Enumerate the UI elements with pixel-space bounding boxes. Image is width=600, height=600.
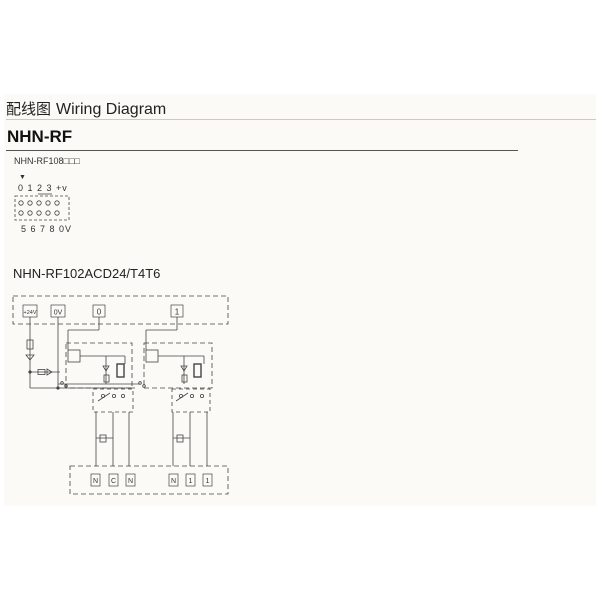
power-wiring: [25, 317, 178, 390]
label-plus24v: +24V: [24, 310, 37, 316]
relay-coil-icon: [67, 349, 81, 363]
channel-2-module: [143, 342, 213, 466]
output-terminal: [125, 473, 136, 487]
diode-icon: [25, 354, 35, 361]
socket-connector: [14, 193, 70, 221]
channel-1-module: [65, 342, 134, 466]
socket-code: NHN-RF108□□□: [14, 156, 80, 166]
output-label: C: [111, 478, 116, 485]
output-relay-1: [92, 388, 134, 413]
input-terminal-block: [12, 295, 229, 325]
output-terminal: [168, 473, 179, 487]
relay-coil-icon: [145, 349, 159, 363]
header-english: Wiring Diagram: [56, 101, 167, 118]
pin-zero-arrow-icon: ▼: [19, 174, 26, 181]
output-relay-2: [171, 388, 211, 413]
socket-bottom-pins: 5 6 7 8 0V: [21, 224, 73, 234]
model-title: NHN-RF: [7, 127, 73, 146]
label-0: 0: [97, 308, 102, 317]
label-0v: 0V: [54, 310, 63, 317]
output-terminal-block: [69, 465, 229, 495]
pin-hole: [18, 200, 24, 206]
fuse-icon: [26, 339, 34, 350]
header-chinese: 配线图: [6, 100, 52, 118]
output-label: 1: [189, 478, 193, 485]
header-divider: [6, 119, 596, 120]
output-terminal: [108, 473, 119, 487]
coil-icon: [99, 434, 107, 443]
output-label: N: [128, 478, 133, 485]
output-label: N: [171, 478, 176, 485]
wiring-panel: [4, 94, 596, 506]
resistor-icon: [37, 369, 46, 375]
diagram-title: NHN-RF102ACD24/T4T6: [13, 266, 161, 281]
capacitor-icon: [116, 363, 125, 378]
output-terminal: [90, 473, 101, 487]
output-label: N: [93, 478, 98, 485]
socket-top-pins: 0 1 2 3 +v: [18, 183, 68, 193]
label-1: 1: [175, 308, 180, 317]
output-terminal: [185, 473, 196, 487]
output-label: 1: [206, 478, 210, 485]
led-icon: [46, 368, 53, 376]
coil-icon: [176, 434, 184, 443]
output-terminal: [202, 473, 213, 487]
capacitor-icon: [193, 363, 202, 378]
model-divider: [6, 150, 518, 151]
